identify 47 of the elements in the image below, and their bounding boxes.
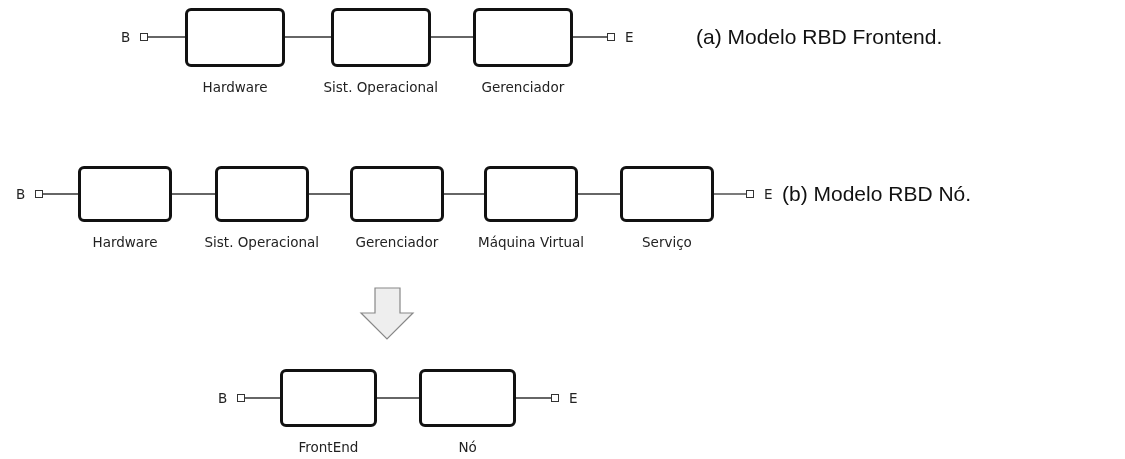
- connector-line: [443, 193, 485, 195]
- block: [350, 166, 444, 222]
- connector-line: [308, 193, 351, 195]
- block-label: FrontEnd: [298, 438, 359, 456]
- connector-line: [713, 193, 747, 195]
- terminal-node: [237, 394, 245, 402]
- terminal-label: B: [121, 28, 131, 46]
- caption: (b) Modelo RBD Nó.: [782, 181, 972, 207]
- terminal-node: [551, 394, 559, 402]
- terminal-node: [140, 33, 148, 41]
- block: [620, 166, 714, 222]
- block: [484, 166, 578, 222]
- block: [280, 369, 377, 427]
- connector-line: [171, 193, 216, 195]
- block-label: Gerenciador: [481, 77, 565, 96]
- block: [215, 166, 309, 222]
- block-label: Sist. Operacional: [323, 77, 439, 96]
- connector-line: [577, 193, 621, 195]
- block-label: Hardware: [202, 77, 268, 96]
- terminal-node: [607, 33, 615, 41]
- block-label: Nó: [458, 438, 477, 456]
- terminal-node: [746, 190, 754, 198]
- connector-line: [244, 397, 281, 399]
- block-label: Gerenciador: [355, 233, 439, 251]
- connector-line: [147, 36, 186, 38]
- connector-line: [430, 36, 474, 38]
- connector-line: [284, 36, 332, 38]
- block-label: Hardware: [92, 233, 158, 251]
- block-label: Sist. Operacional: [204, 233, 320, 251]
- connector-line: [515, 397, 552, 399]
- terminal-label: E: [625, 28, 634, 46]
- block: [331, 7, 431, 67]
- terminal-node: [35, 190, 43, 198]
- terminal-label: E: [764, 185, 773, 203]
- connector-line: [376, 397, 420, 399]
- block: [185, 7, 285, 67]
- connector-line: [42, 193, 79, 195]
- block-label: Serviço: [642, 233, 692, 251]
- terminal-label: E: [569, 389, 578, 407]
- connector-line: [572, 36, 608, 38]
- terminal-label: B: [16, 185, 26, 203]
- block: [473, 7, 573, 67]
- block: [419, 369, 516, 427]
- block-label: Máquina Virtual: [478, 233, 585, 251]
- terminal-label: B: [218, 389, 228, 407]
- caption: (a) Modelo RBD Frontend.: [696, 24, 943, 50]
- block: [78, 166, 172, 222]
